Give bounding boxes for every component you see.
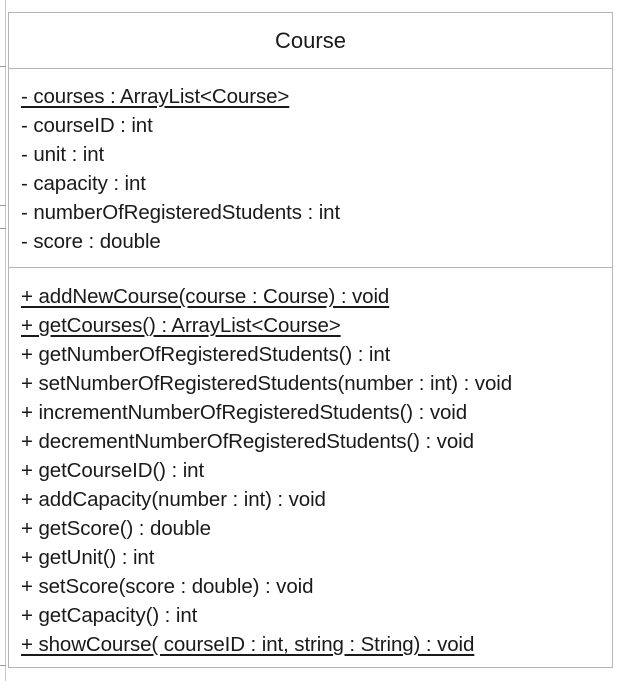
connector-stub bbox=[0, 66, 6, 67]
connector-stub bbox=[0, 228, 6, 229]
attribute-number-of-registered-students: - numberOfRegisteredStudents : int bbox=[21, 201, 341, 224]
attribute-course-id: - courseID : int bbox=[21, 114, 153, 137]
operation-get-capacity: + getCapacity() : int bbox=[21, 604, 198, 627]
operation-get-course-id: + getCourseID() : int bbox=[21, 459, 205, 482]
operation-decrement-number-of-registered-students: + decrementNumberOfRegisteredStudents() … bbox=[21, 430, 474, 453]
operation-get-courses: + getCourses() : ArrayList<Course> bbox=[21, 314, 341, 337]
operation-show-course: + showCourse( courseID : int, string : S… bbox=[21, 633, 475, 656]
attributes-compartment: - courses : ArrayList<Course> - courseID… bbox=[9, 69, 612, 268]
operations-compartment: + addNewCourse(course : Course) : void +… bbox=[9, 268, 612, 659]
operation-get-score: + getScore() : double bbox=[21, 517, 211, 540]
operation-add-capacity: + addCapacity(number : int) : void bbox=[21, 488, 326, 511]
attribute-courses: - courses : ArrayList<Course> bbox=[21, 85, 290, 108]
connector-stubs bbox=[0, 0, 6, 681]
attribute-score: - score : double bbox=[21, 230, 161, 253]
operation-set-score: + setScore(score : double) : void bbox=[21, 575, 314, 598]
connector-line bbox=[5, 0, 6, 681]
connector-stub bbox=[0, 205, 6, 206]
attribute-capacity: - capacity : int bbox=[21, 172, 146, 195]
connector-stub bbox=[0, 665, 6, 666]
class-name: Course bbox=[9, 13, 612, 69]
attribute-unit: - unit : int bbox=[21, 143, 105, 166]
uml-class-box: Course - courses : ArrayList<Course> - c… bbox=[8, 12, 613, 668]
operation-set-number-of-registered-students: + setNumberOfRegisteredStudents(number :… bbox=[21, 372, 513, 395]
operation-increment-number-of-registered-students: + incrementNumberOfRegisteredStudents() … bbox=[21, 401, 468, 424]
operation-get-unit: + getUnit() : int bbox=[21, 546, 155, 569]
operation-add-new-course: + addNewCourse(course : Course) : void bbox=[21, 285, 390, 308]
operation-get-number-of-registered-students: + getNumberOfRegisteredStudents() : int bbox=[21, 343, 391, 366]
